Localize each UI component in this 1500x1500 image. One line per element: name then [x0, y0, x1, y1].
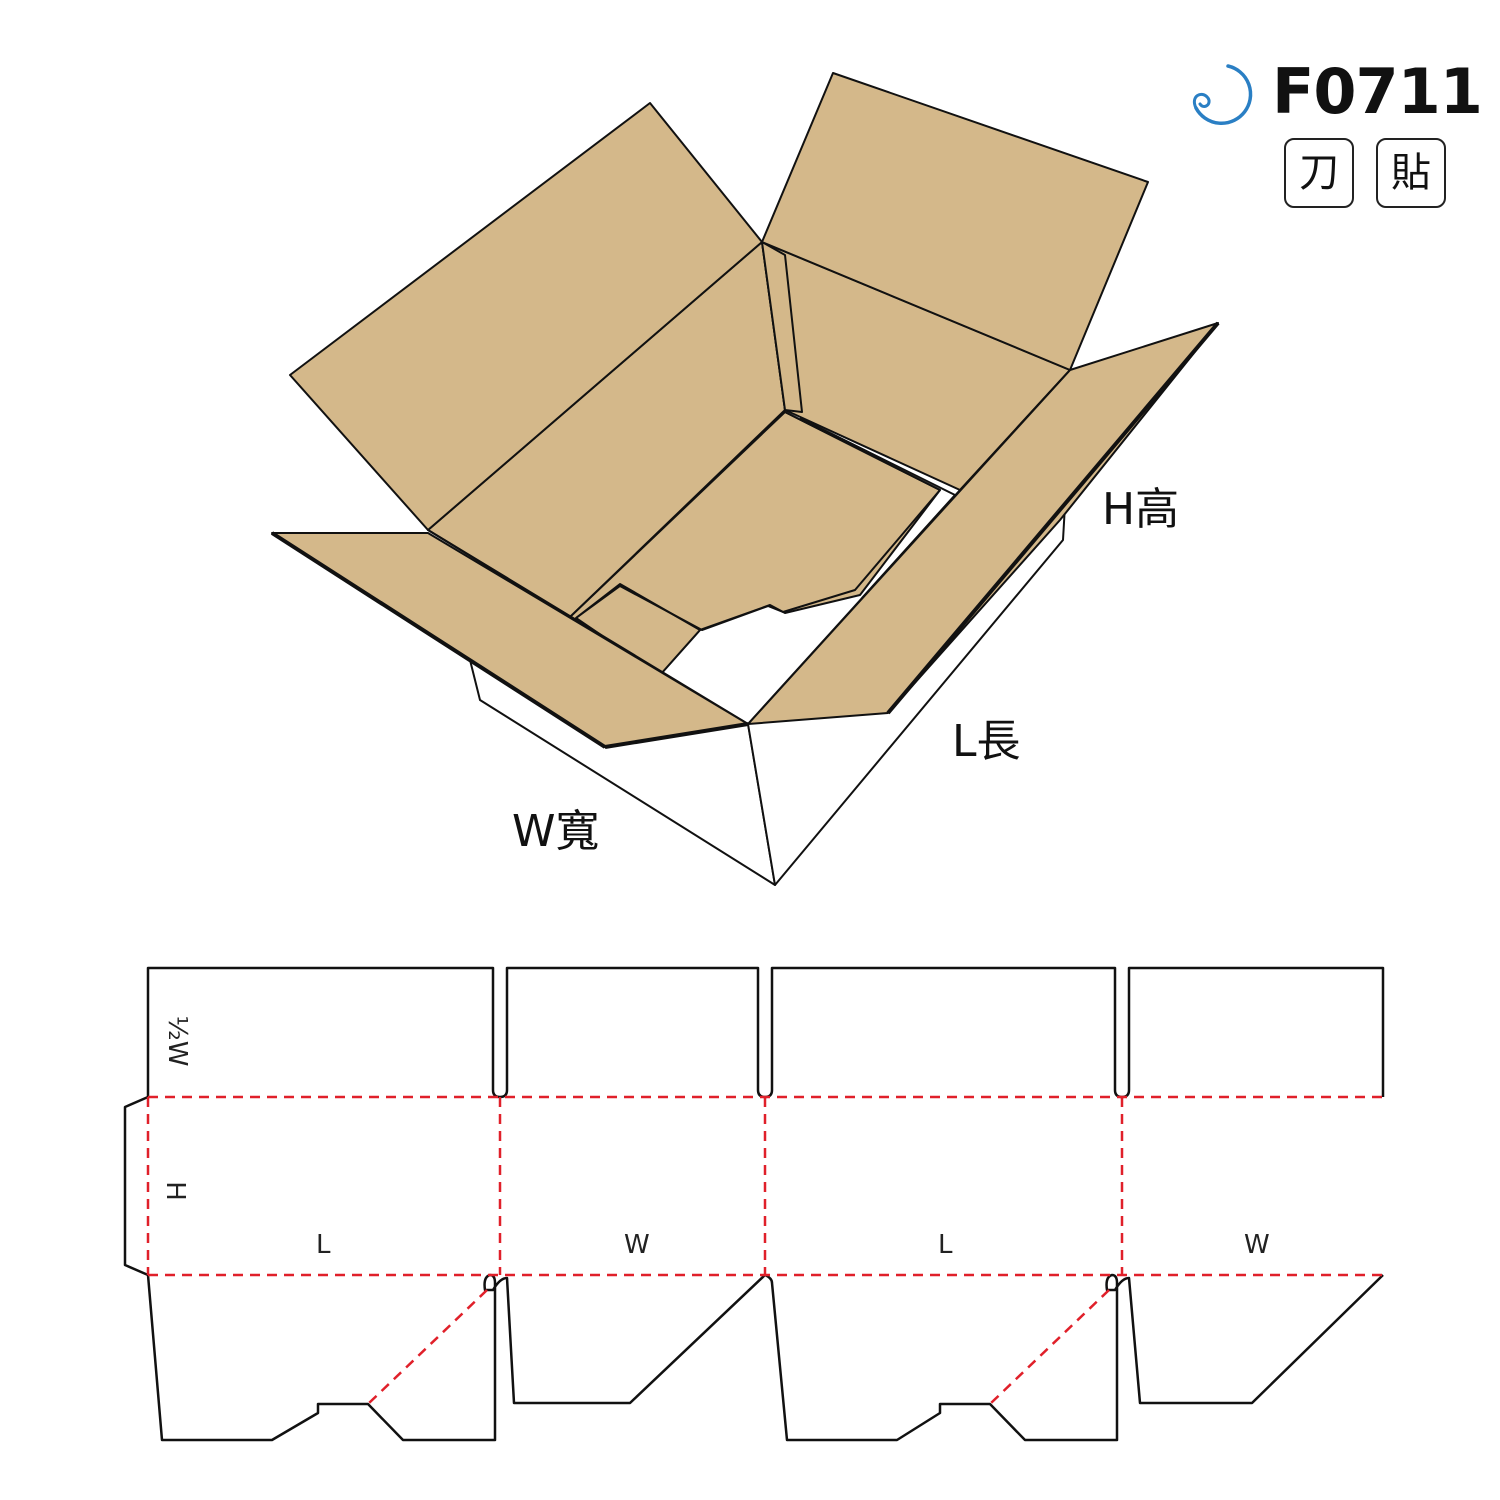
model-code: F0711 — [1272, 55, 1483, 128]
dim-height: H — [160, 1181, 190, 1201]
label-width: W寬 — [512, 806, 600, 857]
dim-panel-2: W — [624, 1230, 650, 1260]
brand-logo-icon — [1193, 64, 1253, 126]
box-3d — [270, 72, 1220, 886]
dieline-flat — [123, 966, 1385, 1442]
label-length: L長 — [952, 716, 1021, 767]
badge-cut: 刀 — [1284, 138, 1354, 208]
dieline-glue-tab — [123, 1095, 149, 1277]
badge-glue: 貼 — [1376, 138, 1446, 208]
label-height: H高 — [1102, 484, 1180, 535]
dim-panel-4: W — [1244, 1230, 1270, 1260]
dim-panel-1: L — [316, 1230, 331, 1260]
box-top-flap-back — [761, 72, 1149, 371]
dieline-top-flaps — [146, 966, 1385, 1099]
dim-half-width: ½W — [162, 1015, 192, 1067]
dieline-bottom-flaps — [146, 1273, 1384, 1442]
dim-panel-3: L — [938, 1230, 953, 1260]
dieline-fold-lines — [146, 1095, 1383, 1405]
box-glue-tab — [761, 241, 803, 413]
